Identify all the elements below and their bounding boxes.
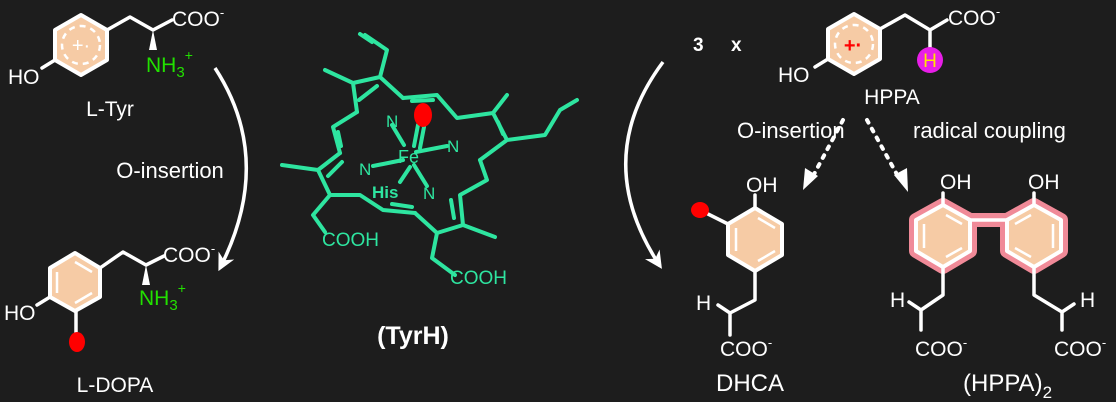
svg-text:N: N — [423, 184, 435, 203]
svg-text:N: N — [447, 137, 459, 156]
svg-text:+·: +· — [72, 35, 90, 57]
radical-cation-symbol: +· — [844, 35, 862, 57]
l-tyr-molecule: +· HO COO- NH3+ L-Tyr — [8, 5, 224, 121]
tyr-ho: HO — [8, 66, 40, 89]
svg-text:COO-: COO- — [720, 335, 772, 361]
abstracted-hydrogen-icon — [917, 47, 943, 73]
svg-text:H: H — [923, 51, 937, 72]
svg-text:OH: OH — [940, 171, 972, 194]
oxygen-atom-icon — [691, 202, 709, 218]
dhca-molecule: OH H COO- DHCA — [691, 174, 784, 397]
o-insertion-arrow — [213, 67, 249, 272]
svg-text:H: H — [696, 292, 711, 315]
svg-text:OH: OH — [1028, 171, 1060, 194]
svg-text:OH: OH — [746, 174, 778, 197]
svg-text:COO-: COO- — [1054, 335, 1106, 361]
tyr-label: L-Tyr — [86, 98, 134, 121]
o-insertion-label: O-insertion — [116, 158, 224, 183]
tyr-nh3: NH3+ — [146, 47, 193, 81]
oxygen-atom-icon — [69, 332, 85, 352]
svg-text:HO: HO — [778, 64, 810, 87]
stereo-wedge — [149, 30, 157, 50]
path-radical-coupling-label: radical coupling — [913, 118, 1066, 143]
hppa-label: HPPA — [864, 86, 920, 109]
dotted-arrow-left — [810, 118, 845, 180]
radical-cation-ring-icon — [60, 24, 102, 66]
dotted-arrow-right — [865, 118, 902, 182]
svg-text:N: N — [386, 112, 398, 131]
dopa-coo: COO- — [163, 241, 215, 267]
heme-porphyrin: N N N N Fe His COOH COOH — [280, 32, 579, 289]
ferryl-oxygen-icon — [414, 103, 432, 127]
dopa-nh3: NH3+ — [139, 280, 186, 314]
dopa-ho: HO — [4, 302, 36, 325]
stereo-wedge — [142, 265, 150, 285]
hppa-molecule: +· H HO COO- HPPA — [778, 4, 1000, 109]
hppa-dimer-molecule: OH OH H H COO- COO- (HPPA)2 — [890, 171, 1106, 402]
his-label: His — [372, 183, 398, 202]
svg-text:N: N — [359, 160, 371, 179]
overall-arrow — [624, 60, 665, 269]
cooh-left: COOH — [322, 230, 379, 251]
enzyme-label: (TyrH) — [377, 322, 449, 350]
dopa-label: L-DOPA — [77, 374, 154, 397]
cooh-right: COOH — [450, 268, 507, 289]
iron-label: Fe — [398, 147, 419, 167]
svg-text:COO-: COO- — [948, 4, 1000, 30]
multiplier: 3 — [693, 35, 704, 56]
times-sign: x — [731, 35, 742, 56]
dhca-label: DHCA — [716, 370, 784, 397]
tyr-coo: COO- — [172, 5, 224, 31]
svg-text:COO-: COO- — [915, 335, 967, 361]
dimer-label: (HPPA)2 — [963, 370, 1052, 402]
path-o-insertion-label: O-insertion — [737, 118, 845, 143]
l-dopa-molecule: HO COO- NH3+ L-DOPA — [4, 241, 215, 397]
svg-text:H: H — [1080, 289, 1095, 312]
svg-text:H: H — [890, 289, 905, 312]
